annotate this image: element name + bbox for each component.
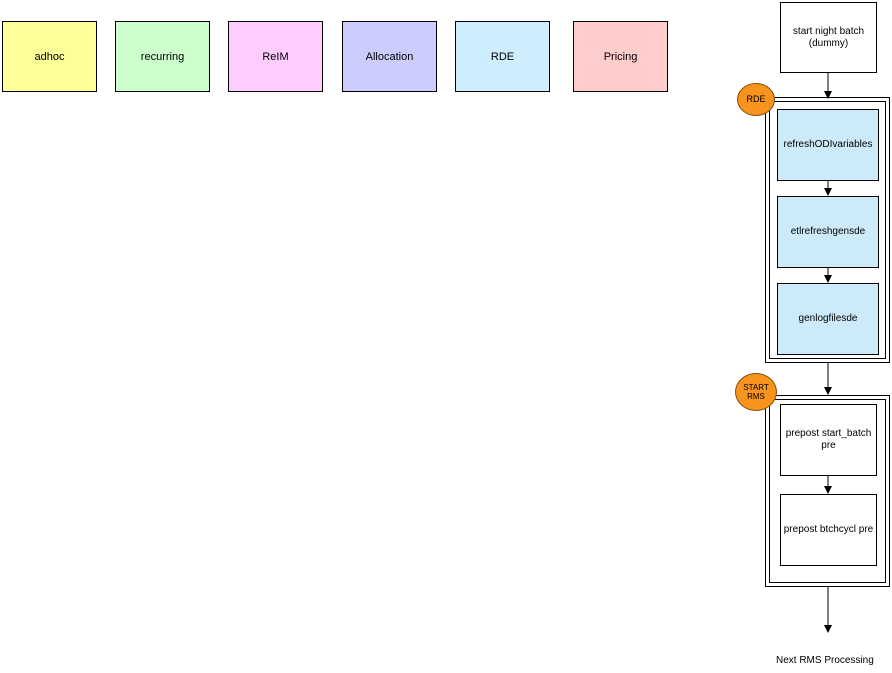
- job-etlrefreshgensde-label: etlrefreshgensde: [790, 226, 866, 237]
- start-rms-badge: START RMS: [735, 373, 777, 411]
- job-prepost-btchcycl-pre[interactable]: prepost btchcycl pre: [780, 494, 877, 566]
- rde-group-inner-border: [769, 101, 886, 359]
- start-night-batch-node[interactable]: start night batch (dummy): [780, 2, 877, 73]
- legend-rde: RDE: [455, 21, 550, 92]
- legend-recurring: recurring: [115, 21, 210, 92]
- job-prepost-start-batch-pre-label: prepost start_batch pre: [785, 428, 872, 451]
- next-rms-processing-label: Next RMS Processing: [776, 655, 874, 666]
- start-night-batch-label: start night batch (dummy): [792, 25, 865, 49]
- rms-group: [765, 395, 890, 587]
- rde-badge: RDE: [737, 83, 775, 116]
- start-rms-badge-label: START RMS: [743, 383, 769, 401]
- job-genlogfilesde-label: genlogfilesde: [798, 313, 858, 324]
- job-refreshodivariables[interactable]: refreshODIvariables: [777, 109, 879, 181]
- rms-group-inner-border: [769, 399, 886, 583]
- job-etlrefreshgensde[interactable]: etlrefreshgensde: [777, 196, 879, 268]
- legend-reim: ReIM: [228, 21, 323, 92]
- rde-group: [765, 97, 890, 363]
- legend-adhoc: adhoc: [2, 21, 97, 92]
- job-prepost-btchcycl-pre-label: prepost btchcycl pre: [783, 524, 874, 535]
- job-prepost-start-batch-pre[interactable]: prepost start_batch pre: [780, 404, 877, 476]
- job-genlogfilesde[interactable]: genlogfilesde: [777, 283, 879, 355]
- job-refreshodivariables-label: refreshODIvariables: [783, 139, 873, 150]
- legend-pricing: Pricing: [573, 21, 668, 92]
- legend-allocation: Allocation: [342, 21, 437, 92]
- rde-badge-label: RDE: [746, 94, 766, 104]
